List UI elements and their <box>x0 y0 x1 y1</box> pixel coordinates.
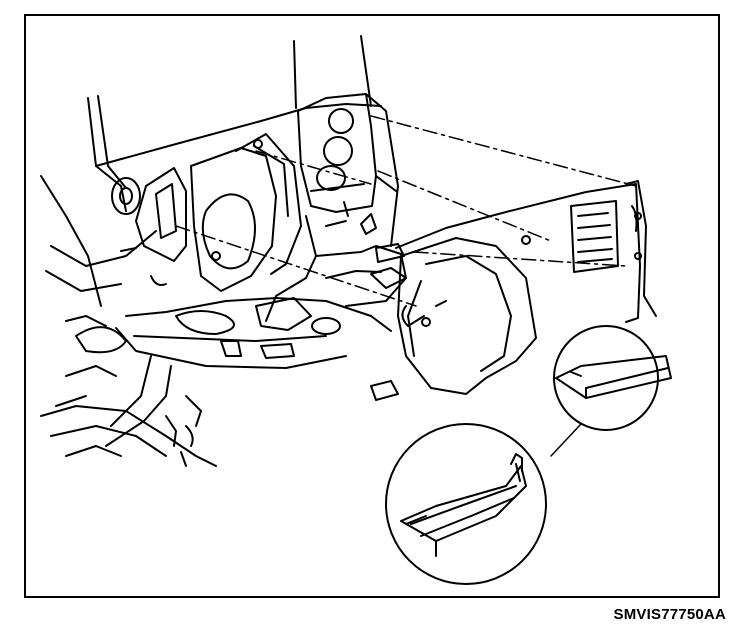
cargo-floor <box>55 297 392 447</box>
left-pillar <box>40 95 157 307</box>
figure-caption: SMVIS77750AA <box>613 606 726 623</box>
rear-panel <box>265 201 407 322</box>
right-quarter-trim <box>370 180 657 401</box>
left-wheelhouse <box>135 133 302 292</box>
right-pillar-trim <box>297 93 399 247</box>
callout-leader <box>550 423 582 457</box>
quarter-vent-grille <box>570 200 642 273</box>
vehicle-interior-line-drawing <box>40 35 672 585</box>
detail-callout-upper <box>553 325 672 431</box>
roof-outline <box>95 35 382 167</box>
illustration-frame <box>24 14 720 598</box>
detail-callout-lower <box>385 423 547 585</box>
dashed-leaders <box>175 115 637 307</box>
left-lower-trim <box>40 247 217 467</box>
